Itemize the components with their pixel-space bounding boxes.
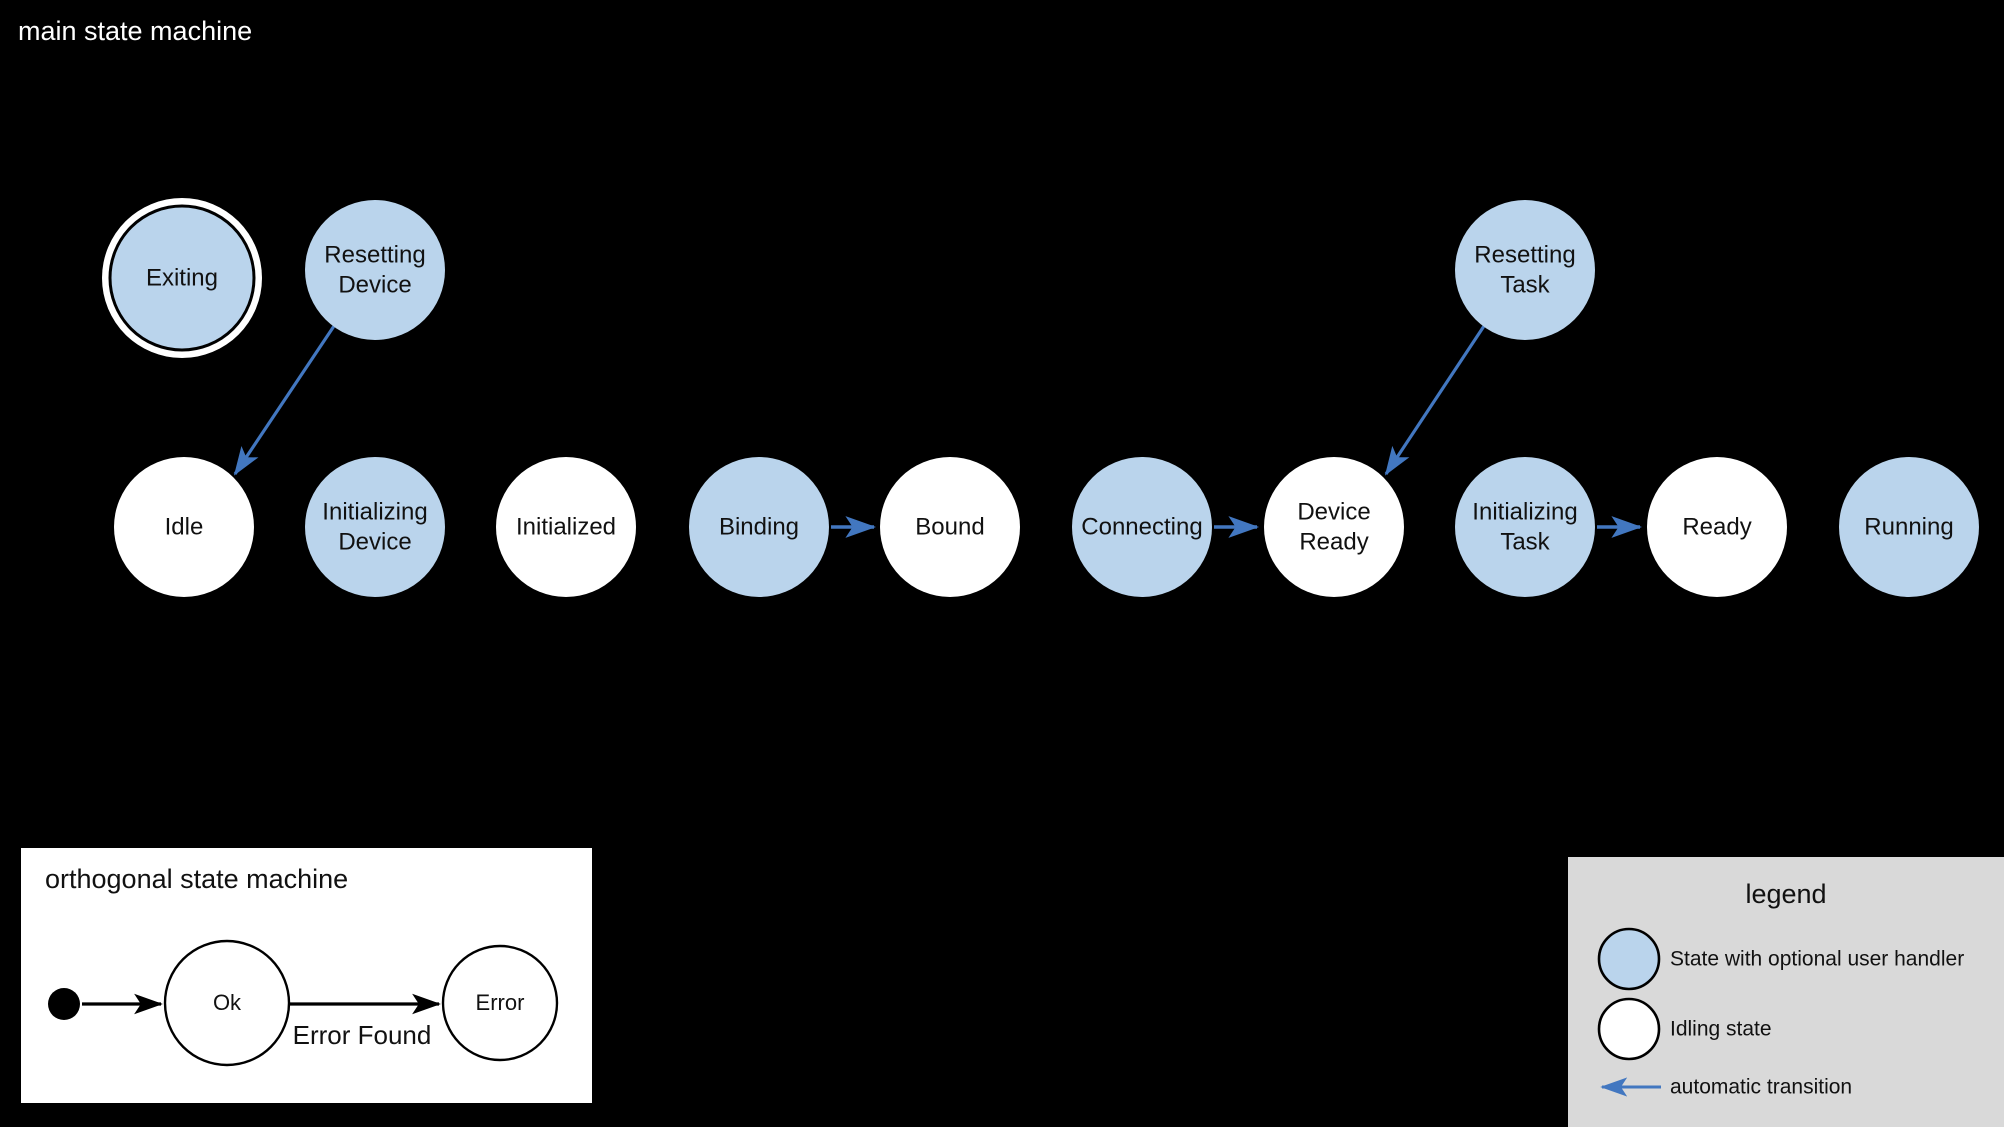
state-label: Ok: [213, 990, 242, 1015]
state-circle: [1455, 200, 1595, 340]
transitions-layer: [233, 325, 1643, 538]
legend-panel-background: [1568, 857, 2004, 1127]
orthogonal-state-machine-panel: orthogonal state machine Ok Error Error …: [19, 846, 594, 1105]
state-circle: [108, 204, 256, 352]
state-label: Initialized: [516, 513, 616, 540]
state-node-ready[interactable]: Ready: [1647, 457, 1787, 597]
state-node-bound[interactable]: Bound: [880, 457, 1020, 597]
state-node-running[interactable]: Running: [1839, 457, 1979, 597]
legend-item-automatic-transition: automatic transition: [1600, 1076, 1852, 1099]
state-label-line2: Device: [338, 528, 411, 555]
state-circle: [114, 457, 254, 597]
state-circle: [880, 457, 1020, 597]
state-label: Error: [476, 990, 525, 1015]
state-node-resetting-device[interactable]: Resetting Device: [305, 200, 445, 340]
ortho-state-node-ok[interactable]: Ok: [163, 939, 291, 1067]
state-node-binding[interactable]: Binding: [689, 457, 829, 597]
state-node-device-ready[interactable]: Device Ready: [1264, 457, 1404, 597]
idling-state-swatch-icon: [1597, 997, 1661, 1061]
handler-state-swatch-icon: [1597, 927, 1661, 991]
state-circle: [1647, 457, 1787, 597]
ortho-state-node-error[interactable]: Error: [441, 944, 559, 1062]
state-label-line1: Resetting: [1474, 241, 1575, 268]
legend-item-label: State with optional user handler: [1670, 948, 1964, 971]
state-label-line1: Initializing: [322, 498, 427, 525]
state-circle: [163, 939, 291, 1067]
state-label: Exiting: [146, 264, 218, 291]
state-circle: [441, 944, 559, 1062]
page-title: main state machine: [18, 16, 252, 46]
state-label-line2: Ready: [1299, 528, 1368, 555]
state-circle: [305, 457, 445, 597]
state-node-resetting-task[interactable]: Resetting Task: [1455, 200, 1595, 340]
state-node-initializing-device[interactable]: Initializing Device: [305, 457, 445, 597]
state-circle: [1839, 457, 1979, 597]
legend-item-idling-state: Idling state: [1597, 997, 1772, 1061]
state-node-initializing-task[interactable]: Initializing Task: [1455, 457, 1595, 597]
legend-title: legend: [1745, 879, 1826, 909]
state-circle: [689, 457, 829, 597]
initial-state-dot: [48, 988, 80, 1020]
state-circle: [1264, 457, 1404, 597]
state-circle: [305, 200, 445, 340]
state-label-line1: Initializing: [1472, 498, 1577, 525]
state-node-initialized[interactable]: Initialized: [496, 457, 636, 597]
state-label-line2: Task: [1500, 271, 1550, 298]
state-label: Ready: [1682, 513, 1751, 540]
legend-item-label: Idling state: [1670, 1018, 1772, 1041]
state-circle: [1455, 457, 1595, 597]
ortho-panel-title: orthogonal state machine: [45, 864, 348, 894]
state-label: Bound: [915, 513, 984, 540]
state-node-idle[interactable]: Idle: [114, 457, 254, 597]
state-label-line2: Device: [338, 271, 411, 298]
state-label-line1: Device: [1297, 498, 1370, 525]
state-label: Running: [1864, 513, 1953, 540]
state-label-line1: Resetting: [324, 241, 425, 268]
state-node-exiting[interactable]: Exiting: [102, 198, 262, 358]
legend-item-handler-state: State with optional user handler: [1597, 927, 1964, 991]
legend-item-label: automatic transition: [1670, 1076, 1852, 1099]
state-label: Idle: [165, 513, 204, 540]
state-node-connecting[interactable]: Connecting: [1072, 457, 1212, 597]
legend-panel: legend State with optional user handler …: [1568, 857, 2004, 1127]
ortho-transition-label: Error Found: [293, 1020, 432, 1050]
state-label: Connecting: [1081, 513, 1202, 540]
transition-resetting-device-to-idle: [233, 325, 336, 476]
state-label-line2: Task: [1500, 528, 1550, 555]
state-circle: [496, 457, 636, 597]
state-circle: [1072, 457, 1212, 597]
state-label: Binding: [719, 513, 799, 540]
transition-resetting-task-to-device-ready: [1384, 325, 1486, 476]
